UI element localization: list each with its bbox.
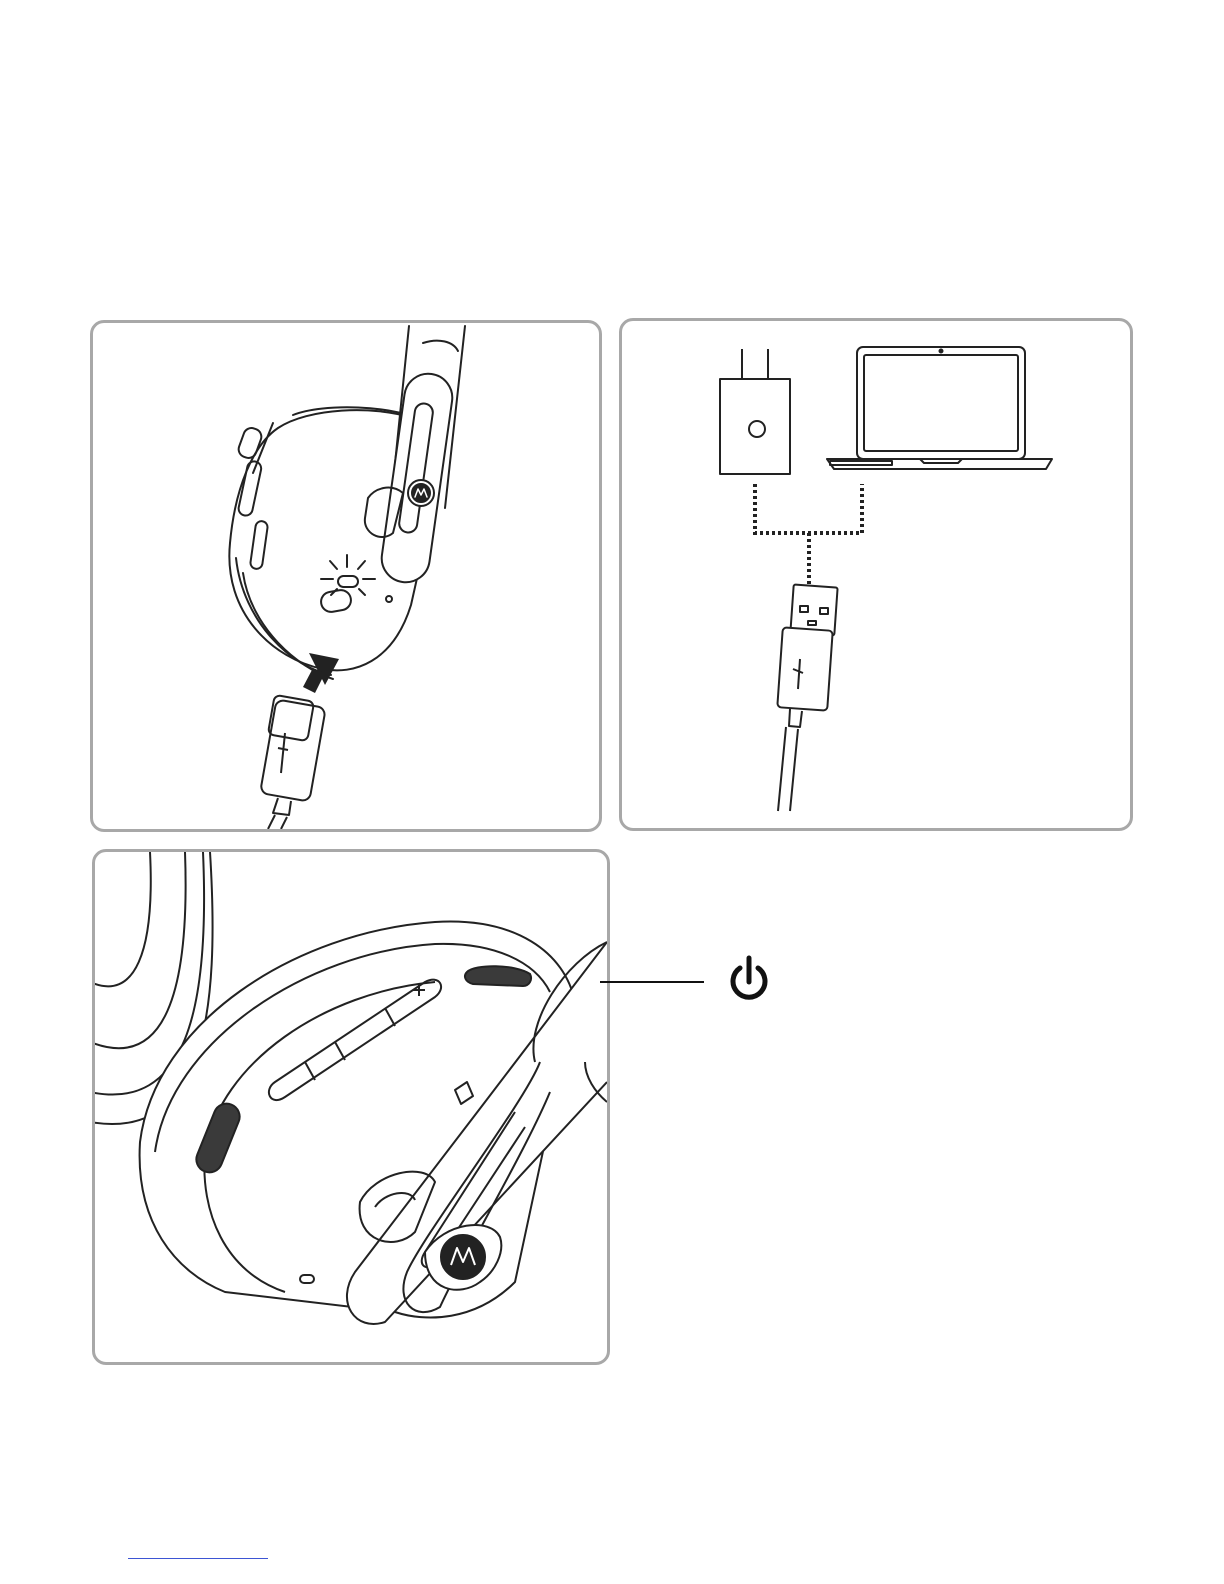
- footer-rule: [128, 1558, 268, 1559]
- usb-a-plug-icon: [777, 585, 837, 811]
- power-symbol-icon: [733, 958, 765, 997]
- power-button-panel: [92, 849, 610, 1365]
- power-button-icon: [465, 966, 531, 986]
- charge-panel: [90, 320, 602, 832]
- usb-c-cable-icon: [260, 695, 326, 829]
- power-button-illustration: [95, 852, 607, 1362]
- power-callout: [600, 930, 800, 1030]
- wall-adapter-icon: [720, 349, 790, 474]
- laptop-icon: [827, 347, 1052, 469]
- motorola-logo-icon: [408, 480, 434, 506]
- power-source-illustration: [622, 321, 1130, 828]
- power-source-panel: [619, 318, 1133, 831]
- charge-illustration: [93, 323, 599, 829]
